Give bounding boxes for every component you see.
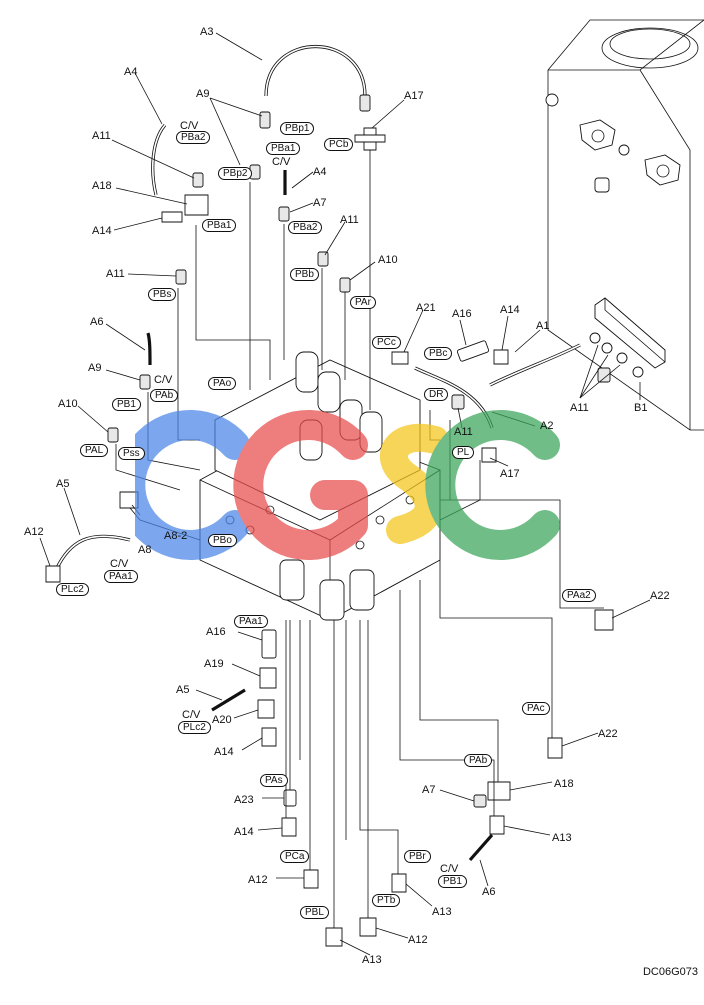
part-label: A11 xyxy=(92,130,111,142)
port-label: PBL xyxy=(300,906,329,919)
part-label: A8-2 xyxy=(164,530,188,542)
part-label: A9 xyxy=(196,88,210,100)
part-label: A11 xyxy=(106,268,125,280)
cv-label: C/V xyxy=(272,156,291,168)
part-label: A9 xyxy=(88,362,102,374)
part-label: A4 xyxy=(124,66,138,78)
port-label: PBr xyxy=(404,850,431,863)
part-label: A14 xyxy=(500,304,520,316)
part-label: A1 xyxy=(536,320,550,332)
hydraulic-tank xyxy=(545,19,704,431)
port-label: PLc2 xyxy=(56,583,89,596)
part-label: A13 xyxy=(552,832,572,844)
port-label: PAa1 xyxy=(234,615,268,628)
watermark-letter-s xyxy=(379,423,449,544)
port-label: PBs xyxy=(148,288,177,301)
port-label: PAa2 xyxy=(562,589,596,602)
figure-code: DC06G073 xyxy=(642,966,698,978)
cv-label: C/V xyxy=(440,863,459,875)
port-label: PBa2 xyxy=(176,131,211,144)
part-label: A13 xyxy=(432,906,452,918)
part-label: A11 xyxy=(340,214,359,226)
port-label: PCa xyxy=(280,850,310,863)
part-label: A14 xyxy=(92,225,112,237)
watermark-letter-c1 xyxy=(115,410,250,560)
part-label: A4 xyxy=(313,166,327,178)
port-label: PAo xyxy=(208,377,237,390)
port-label: Pss xyxy=(118,447,145,460)
watermark-letter-c2 xyxy=(425,410,560,560)
port-label: PCc xyxy=(372,336,401,349)
part-label: A14 xyxy=(234,826,254,838)
part-label: A11 xyxy=(454,426,473,438)
watermark-letter-g xyxy=(233,410,368,560)
port-label: PAb xyxy=(150,389,179,402)
part-label: A12 xyxy=(408,934,428,946)
cv-label: C/V xyxy=(180,120,199,132)
cv-label: C/V xyxy=(154,374,173,386)
part-label: B1 xyxy=(634,402,648,414)
part-label: A16 xyxy=(452,308,472,320)
manifold-block xyxy=(589,297,666,378)
part-label: A11 xyxy=(570,402,589,414)
part-label: A14 xyxy=(214,746,234,758)
part-label: A19 xyxy=(204,658,224,670)
part-label: A22 xyxy=(598,728,618,740)
port-label: PAb xyxy=(464,754,493,767)
part-label: A10 xyxy=(58,398,78,410)
port-label: PBc xyxy=(424,347,453,360)
part-label: A16 xyxy=(206,626,226,638)
part-label: A12 xyxy=(24,526,44,538)
part-label: A6 xyxy=(482,886,496,898)
port-label: DR xyxy=(424,388,449,401)
port-label: PB1 xyxy=(438,875,467,888)
part-label: A13 xyxy=(362,954,382,966)
port-label: PAc xyxy=(522,702,550,715)
watermark xyxy=(115,400,575,570)
part-label: A6 xyxy=(90,316,104,328)
port-label: PAL xyxy=(80,444,109,457)
port-label: PBa1 xyxy=(202,219,237,232)
port-label: PBa1 xyxy=(266,142,301,155)
part-label: A10 xyxy=(378,254,398,266)
port-label: PBo xyxy=(208,534,237,547)
port-label: PCb xyxy=(324,138,354,151)
port-label: PBa2 xyxy=(288,221,323,234)
part-label: A23 xyxy=(234,794,254,806)
part-label: A18 xyxy=(92,180,112,192)
part-label: A21 xyxy=(416,302,436,314)
part-label: A22 xyxy=(650,590,670,602)
port-label: PAr xyxy=(350,296,376,309)
part-label: A2 xyxy=(540,420,554,432)
part-label: A7 xyxy=(422,784,436,796)
port-label: PTb xyxy=(372,894,401,907)
port-label: PB1 xyxy=(112,398,141,411)
port-label: PLc2 xyxy=(178,721,211,734)
part-label: A8 xyxy=(138,544,152,556)
port-label: PBp1 xyxy=(280,122,315,135)
port-label: PAs xyxy=(260,774,288,787)
part-label: A5 xyxy=(56,478,70,490)
part-label: A3 xyxy=(200,26,214,38)
part-label: A7 xyxy=(313,197,327,209)
part-label: A18 xyxy=(554,778,574,790)
cv-label: C/V xyxy=(110,558,129,570)
port-label: PBp2 xyxy=(218,167,253,180)
cv-label: C/V xyxy=(182,709,201,721)
part-label: A17 xyxy=(500,468,520,480)
port-label: PBb xyxy=(290,268,319,281)
part-label: A12 xyxy=(248,874,268,886)
part-label: A20 xyxy=(212,714,232,726)
port-label: PAa1 xyxy=(104,570,138,583)
port-label: PL xyxy=(452,446,475,459)
part-label: A5 xyxy=(176,684,190,696)
part-label: A17 xyxy=(404,90,424,102)
